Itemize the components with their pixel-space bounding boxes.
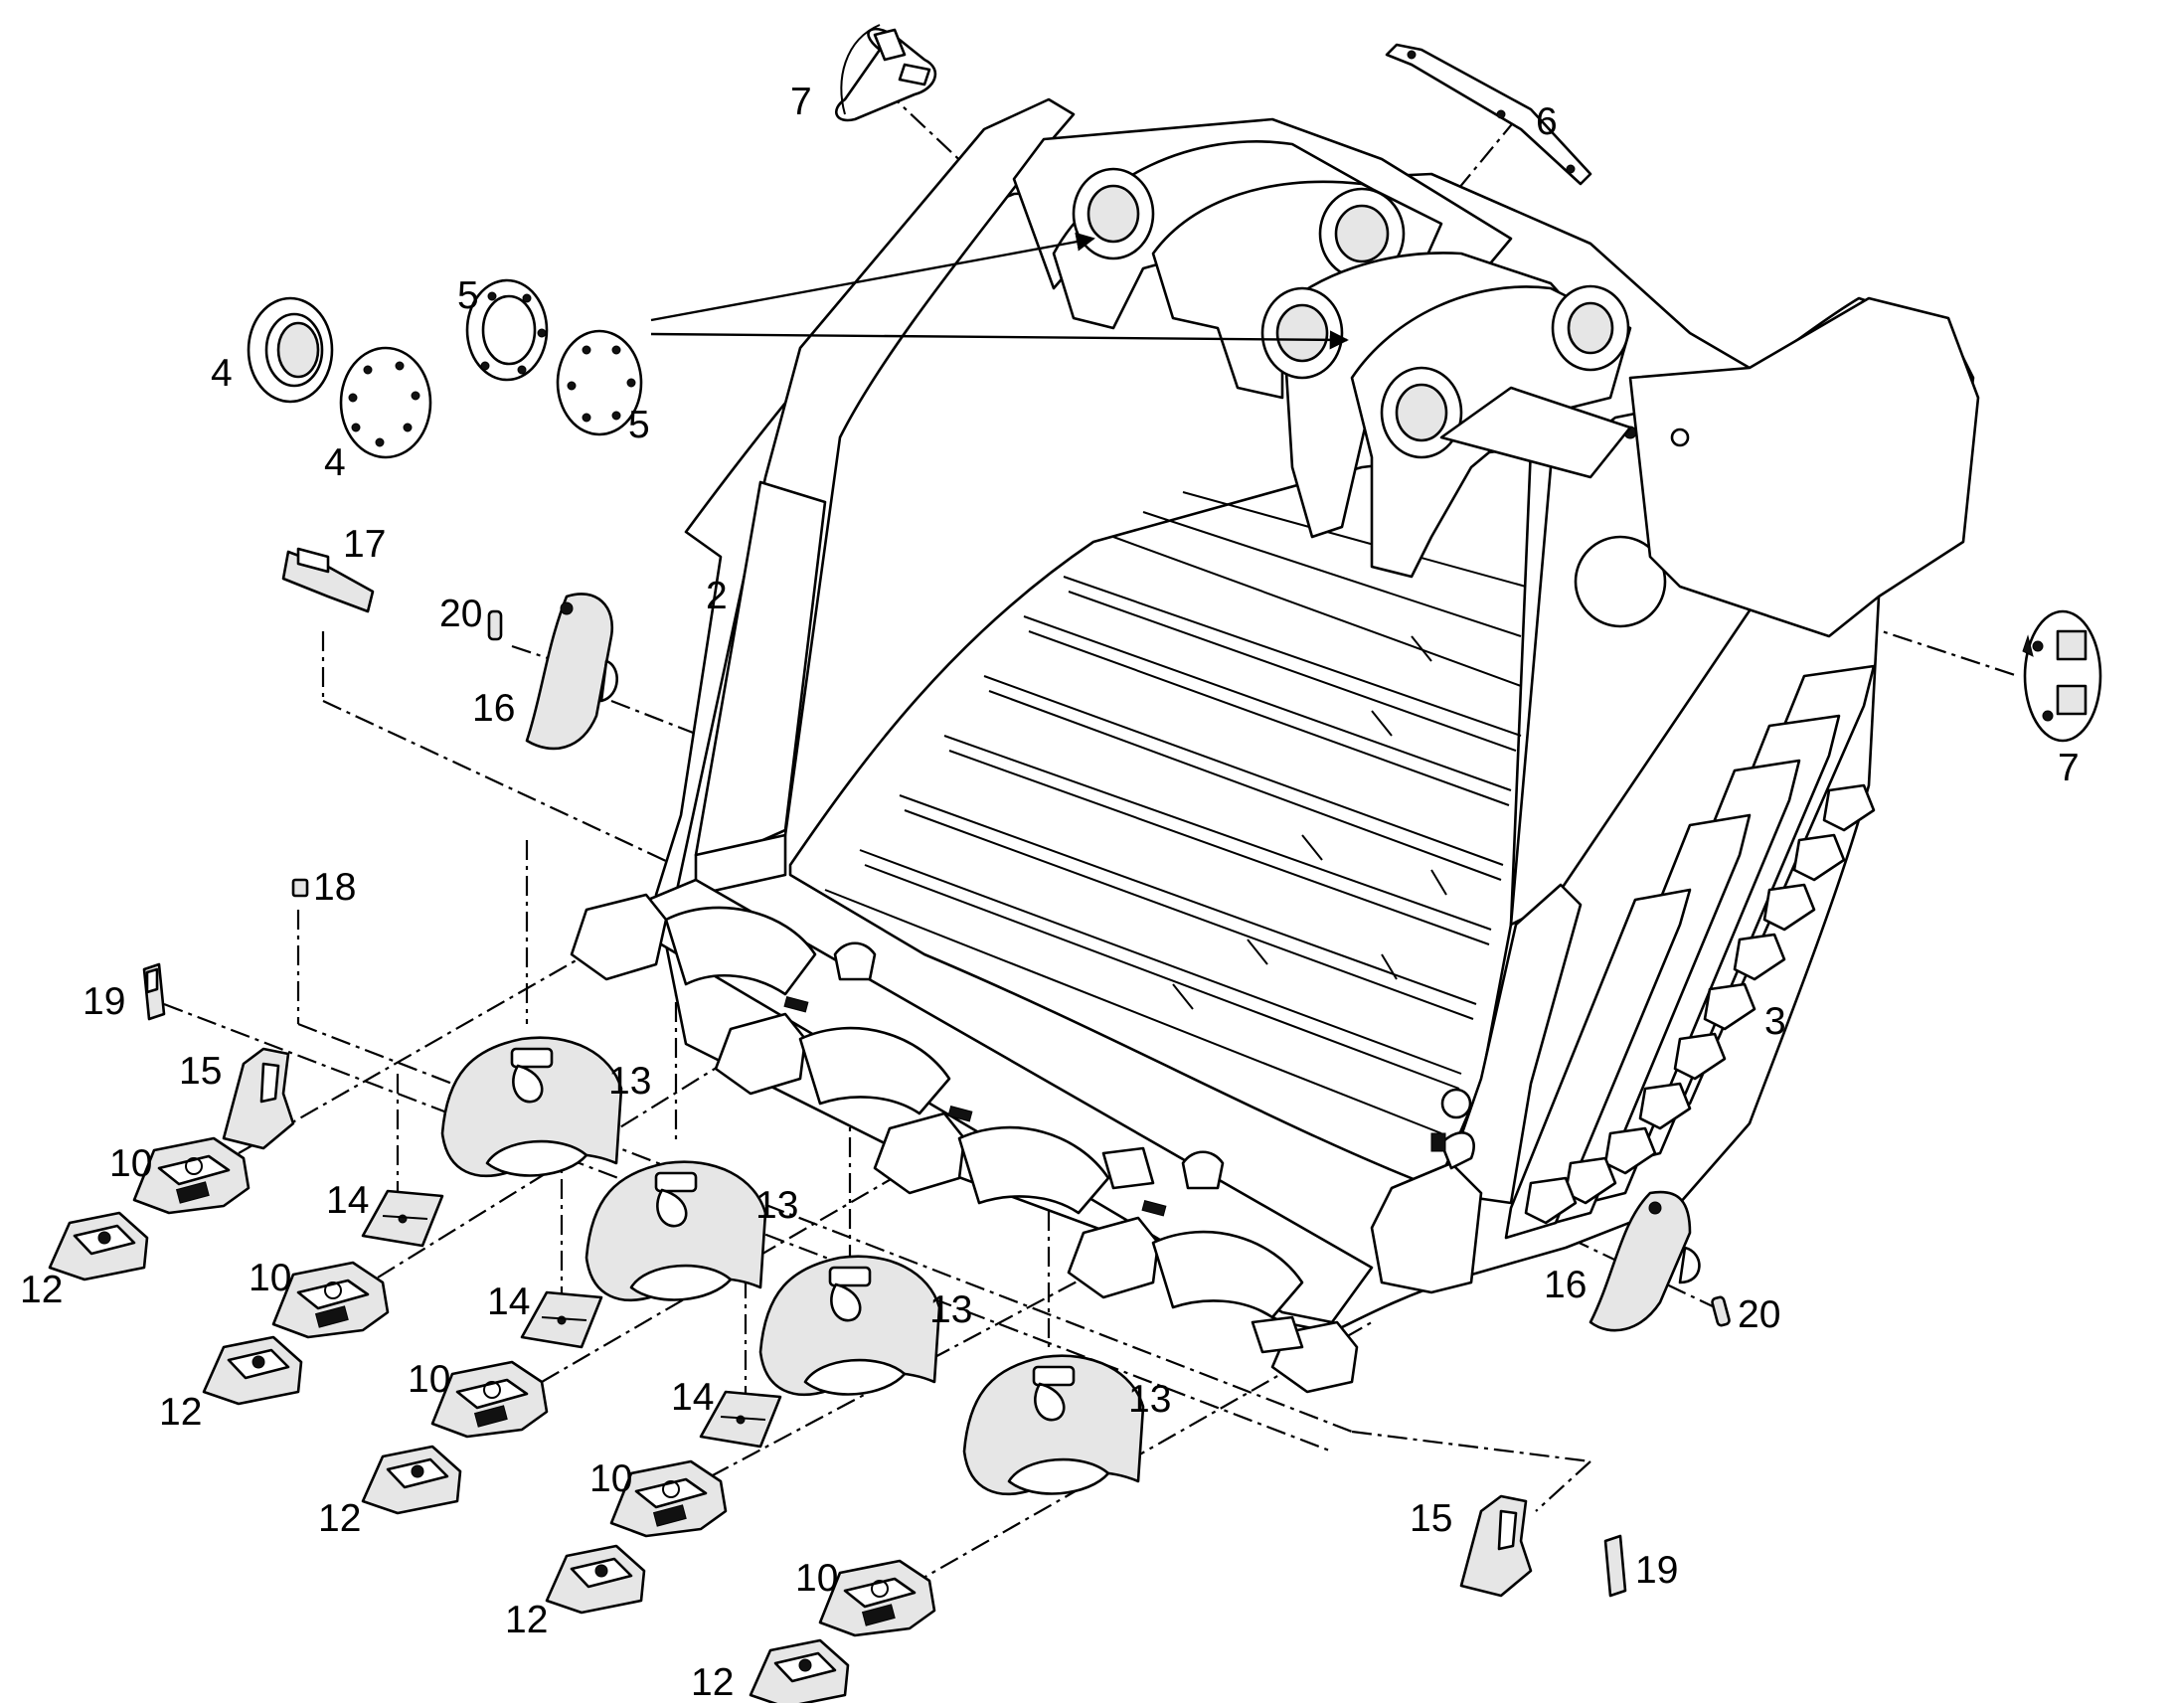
part-16-shield-left (525, 593, 618, 751)
callout-19-right: 19 (1635, 1549, 1678, 1592)
part-13-shroud-4 (962, 1354, 1145, 1496)
part-12-tooth-1 (48, 1211, 149, 1281)
callout-19-left: 19 (83, 980, 125, 1023)
callout-13-c: 13 (929, 1288, 972, 1331)
callout-13-b: 13 (755, 1184, 798, 1227)
callout-10-d: 10 (589, 1457, 632, 1500)
callout-6: 6 (1536, 100, 1558, 143)
part-17 (281, 547, 375, 613)
callout-12-b: 12 (159, 1391, 202, 1434)
callout-20-left: 20 (439, 593, 482, 635)
part-4-cap (339, 346, 432, 459)
part-5-ring (465, 278, 549, 382)
bucket-body (570, 97, 1980, 1394)
callout-4-ring: 4 (211, 352, 233, 395)
callout-16-left: 16 (472, 687, 515, 730)
callout-12-a: 12 (20, 1269, 63, 1311)
callout-10-b: 10 (249, 1257, 291, 1299)
part-19-left (142, 962, 166, 1021)
part-18 (291, 878, 309, 898)
callout-15-left: 15 (179, 1050, 222, 1093)
callout-10-a: 10 (109, 1142, 152, 1185)
part-14-plate-1 (361, 1189, 444, 1248)
part-5-cap (556, 329, 643, 436)
callout-5-cap: 5 (628, 404, 650, 446)
callout-12-c: 12 (318, 1497, 361, 1540)
part-15-corner-right (1459, 1494, 1533, 1598)
part-12-tooth-2 (202, 1335, 303, 1406)
callout-2: 2 (706, 575, 728, 617)
part-6-strip (1385, 43, 1592, 186)
part-16-shield-right (1588, 1190, 1701, 1332)
part-13-shroud-1 (440, 1036, 623, 1178)
callout-20-right: 20 (1738, 1293, 1780, 1336)
callout-3: 3 (1764, 1000, 1786, 1043)
callout-16-right: 16 (1544, 1264, 1587, 1306)
callout-17: 17 (343, 523, 386, 566)
part-4-ring (247, 296, 334, 404)
callout-18: 18 (313, 866, 356, 909)
part-19-right (1603, 1534, 1627, 1598)
part-13-shroud-3 (758, 1255, 941, 1397)
part-13-shroud-2 (585, 1160, 767, 1302)
callout-15-right: 15 (1410, 1497, 1452, 1540)
part-7-cover-right (2022, 609, 2102, 743)
part-7-cover-top (835, 24, 937, 122)
assembly-arrows (650, 232, 1349, 350)
part-20-pin-right (1711, 1295, 1731, 1327)
side-cutters (1524, 783, 1876, 1225)
part-15-corner-left (222, 1047, 295, 1150)
callout-14-a: 14 (326, 1179, 369, 1222)
part-12-tooth-3 (361, 1445, 462, 1515)
callout-13-d: 13 (1128, 1378, 1171, 1421)
hinge-bosses (1012, 117, 1632, 579)
callout-13-a: 13 (608, 1060, 651, 1103)
part-14-plate-2 (520, 1290, 603, 1349)
callout-10-e: 10 (795, 1557, 838, 1600)
part-12-tooth-4 (545, 1544, 646, 1615)
callout-7-right: 7 (2058, 747, 2080, 789)
callout-4-cap: 4 (324, 441, 346, 484)
lip-adapter-noses (570, 893, 1359, 1394)
callout-5-ring: 5 (457, 274, 479, 317)
part-20-pin-left (487, 609, 503, 641)
floor-wear-strips (824, 491, 1527, 1134)
callout-14-c: 14 (671, 1376, 714, 1419)
callout-labels: 2 3 4 4 5 5 6 7 7 17 20 16 18 19 15 10 1… (20, 81, 2080, 1704)
callout-12-e: 12 (691, 1661, 734, 1703)
callout-12-d: 12 (505, 1599, 548, 1641)
callout-14-b: 14 (487, 1281, 530, 1323)
callout-10-c: 10 (408, 1358, 450, 1401)
callout-7-top: 7 (790, 81, 812, 123)
part-12-tooth-5 (749, 1638, 850, 1708)
